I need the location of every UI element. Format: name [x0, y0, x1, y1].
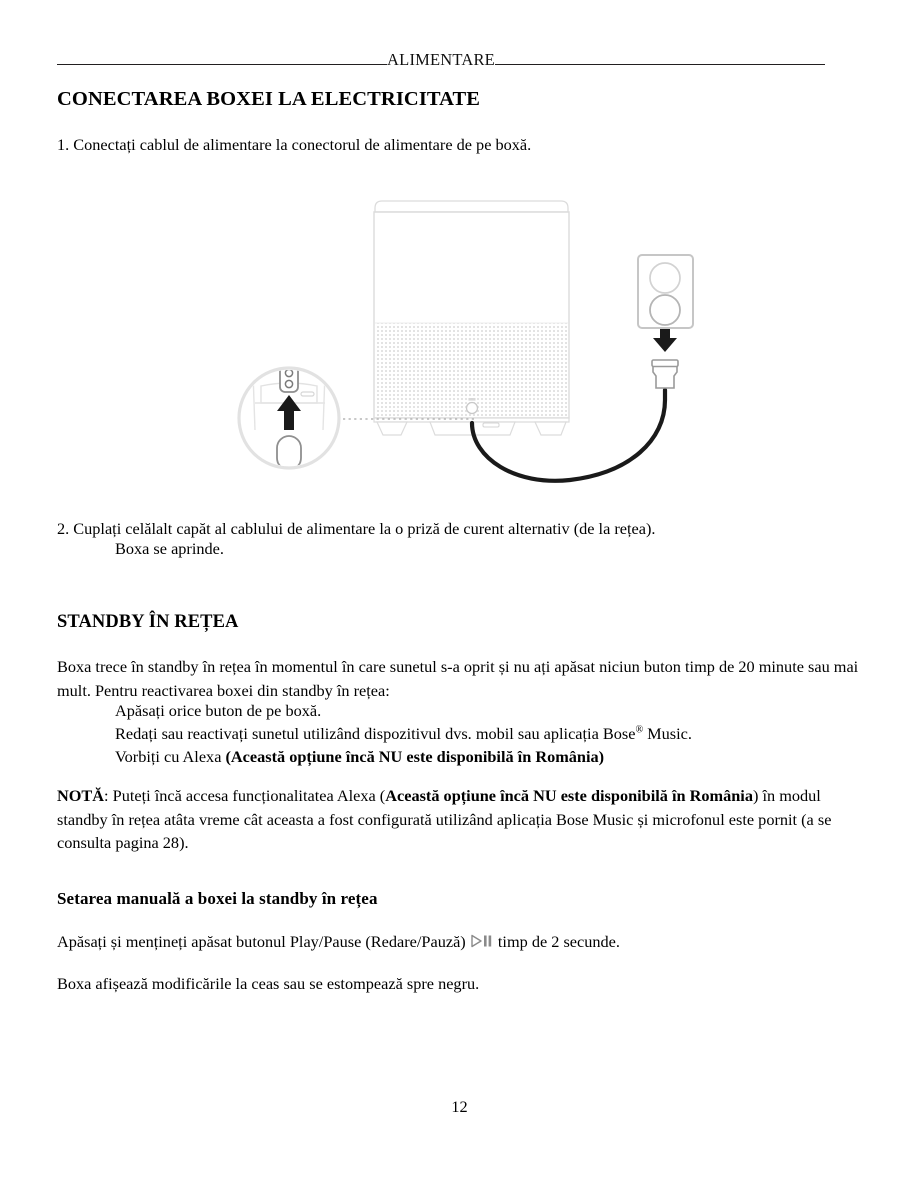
power-connector-callout — [237, 366, 341, 470]
running-header: ALIMENTARE — [57, 44, 826, 69]
arrow-up-to-outlet — [653, 322, 677, 352]
subsection-heading-manual: Setarea manuală a boxei la standby în re… — [57, 889, 378, 908]
speaker-port — [465, 401, 479, 415]
step-1-text: 1. Conectați cablul de alimentare la con… — [57, 135, 532, 154]
standby-item-2: Redați sau reactivați sunetul utilizând … — [115, 722, 692, 746]
header-rule-right — [494, 64, 826, 65]
standby-item-3: Vorbiți cu Alexa (Această opțiune încă N… — [115, 745, 604, 769]
header-rule-left — [57, 64, 388, 65]
speaker-power-connection-diagram — [225, 190, 705, 490]
manual-result-line: Boxa afișează modificările la ceas sau s… — [57, 974, 480, 993]
power-plug — [651, 359, 679, 389]
note-label: NOTĂ — [57, 786, 105, 805]
page-title: CONECTAREA BOXEI LA ELECTRICITATE — [57, 88, 481, 110]
manual-instruction-line: Apăsați și mențineți apăsat butonul Play… — [57, 930, 863, 954]
section-heading-standby: STANDBY ÎN REȚEA — [57, 612, 239, 632]
standby-item-3-bold: (Această opțiune încă NU este disponibil… — [225, 747, 605, 766]
note-paragraph: NOTĂ: Puteți încă accesa funcționalitate… — [57, 784, 863, 855]
bose-speaker — [373, 200, 570, 436]
note-part-1: : Puteți încă accesa funcționalitatea Al… — [104, 786, 386, 805]
wall-outlet — [637, 254, 694, 329]
standby-item-2-pre: Redați sau reactivați sunetul utilizând … — [115, 724, 636, 743]
step-2-note: Boxa se aprinde. — [115, 539, 224, 558]
note-part-2: ) în modul standby în rețea atâta vreme … — [57, 786, 832, 852]
header-title: ALIMENTARE — [387, 49, 495, 69]
power-cable — [469, 387, 668, 483]
arrow-up-to-connector — [277, 395, 301, 430]
note-bold-clause: Această opțiune încă NU este disponibilă… — [385, 786, 753, 805]
standby-item-3-pre: Vorbiți cu Alexa — [115, 747, 226, 766]
standby-item-2-post: Music. — [643, 724, 692, 743]
manual-instruction-pre: Apăsați și mențineți apăsat butonul Play… — [57, 932, 466, 951]
page-number: 12 — [451, 1097, 468, 1116]
registered-mark: ® — [635, 724, 644, 736]
manual-instruction-post: timp de 2 secunde. — [497, 932, 620, 951]
standby-item-1: Apăsați orice buton de pe boxă. — [115, 701, 322, 720]
step-2-text: 2. Cuplați celălalt capăt al cablului de… — [57, 519, 656, 538]
play-pause-icon — [470, 934, 494, 948]
standby-intro-paragraph: Boxa trece în standby în rețea în moment… — [57, 657, 859, 700]
